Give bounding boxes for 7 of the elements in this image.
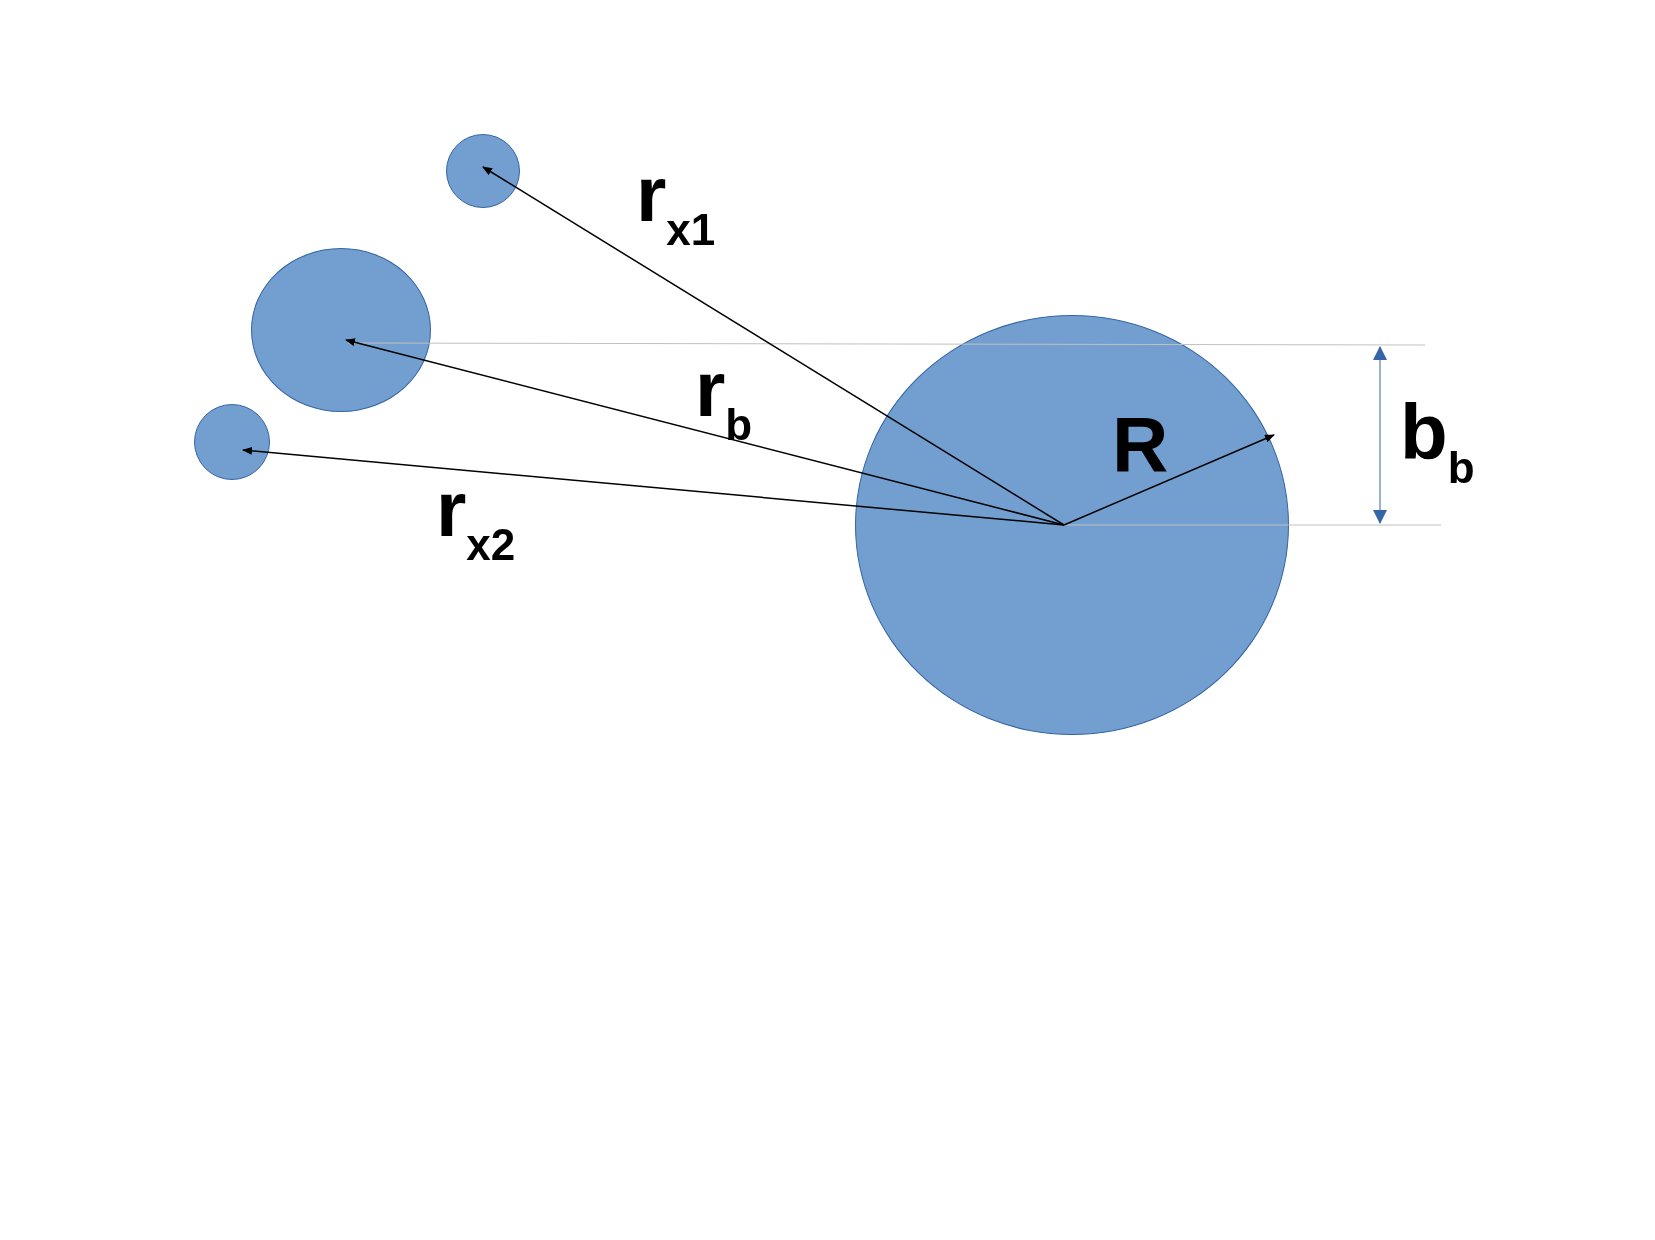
dimension-label: b$_{b}$: [1400, 393, 1475, 491]
edge-label: r$_{b}$: [695, 350, 753, 448]
dimension-label: R: [1112, 405, 1169, 483]
arrow: [242, 446, 1065, 526]
arrow: [482, 166, 1065, 526]
edge-label: r$_{x1}$: [636, 155, 716, 253]
edge-label: r$_{x2}$: [436, 470, 516, 568]
